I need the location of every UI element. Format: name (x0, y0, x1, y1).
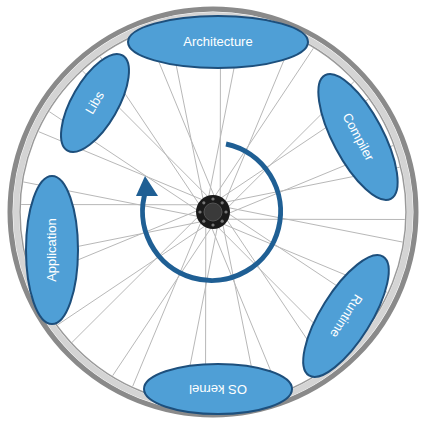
hub-holes (198, 197, 227, 226)
hub-axle (204, 203, 222, 221)
tyre (10, 9, 416, 415)
layer-label: Application (45, 218, 59, 282)
hub-hole (211, 197, 214, 200)
spokes (21, 20, 405, 404)
layer-label: OS kernel (189, 382, 247, 396)
ellipse (48, 44, 143, 162)
ellipse (128, 16, 308, 68)
rim (16, 15, 410, 409)
ellipse (303, 63, 413, 210)
hub-hole (202, 220, 205, 223)
rotation-arrowhead (136, 176, 158, 196)
hub-hole (211, 223, 214, 226)
hub (196, 195, 230, 229)
hub-hole (224, 210, 227, 213)
spoke (133, 219, 203, 386)
ellipse (144, 364, 292, 414)
hub-hole (198, 210, 201, 213)
rotation-arrow (143, 144, 281, 280)
hub-hole (221, 201, 224, 204)
layer-ellipse: Architecture (127, 15, 309, 69)
spoke (113, 225, 213, 376)
spoke (224, 219, 405, 220)
spoke (72, 215, 200, 343)
layer-ellipse: Libs (46, 43, 144, 164)
ellipse (288, 243, 405, 388)
layer-label: Architecture (183, 35, 252, 49)
hub-hole (202, 201, 205, 204)
layer-ellipse: OS kernel (143, 363, 293, 415)
ellipse (26, 176, 78, 324)
spoke (225, 207, 403, 242)
rim-edge (20, 19, 406, 405)
hub-hole (221, 220, 224, 223)
spoke (213, 48, 313, 199)
layer-ellipse: Application (25, 175, 79, 325)
